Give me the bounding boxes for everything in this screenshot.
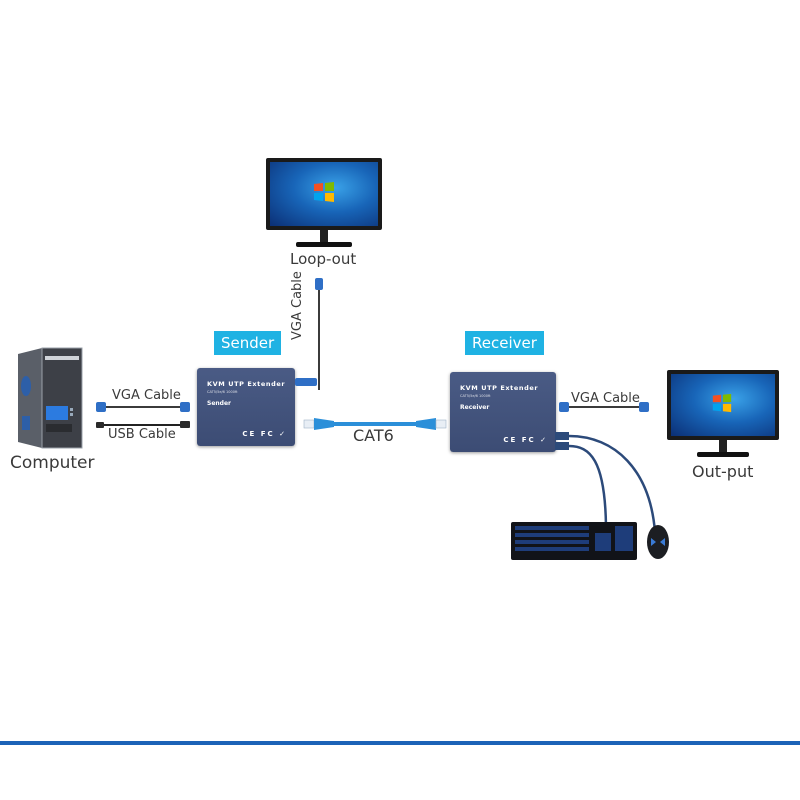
out-vga-cable: [569, 406, 639, 408]
windows-logo-icon: [712, 393, 732, 413]
sender-device-title: KVM UTP Extender: [207, 380, 286, 388]
usb-plug-icon: [180, 421, 190, 428]
vga-plug-icon: [96, 402, 106, 412]
usb-peripheral-cables: [555, 432, 657, 533]
sender-device-role: Sender: [207, 400, 231, 407]
certification-marks: CE FC ✓: [503, 436, 548, 444]
windows-logo-icon: [314, 182, 334, 202]
computer-vga-cable: [106, 406, 180, 408]
receiver-device-title: KVM UTP Extender: [460, 384, 539, 392]
computer-icon: [18, 347, 83, 449]
cat6-label: CAT6: [353, 426, 394, 445]
monitor-stand: [320, 230, 328, 242]
monitor-screen: [266, 158, 382, 230]
out-put-label: Out-put: [692, 462, 754, 481]
vga-plug-icon: [295, 378, 317, 386]
vga-plug-icon: [559, 402, 569, 412]
usb-plug-icon: [96, 422, 104, 428]
receiver-device-subtitle: CAT5/5e/6 1000ft: [460, 394, 491, 398]
loop-vga-cable-label: VGA Cable: [290, 271, 305, 340]
sender-badge: Sender: [214, 331, 282, 355]
computer-usb-cable: [104, 424, 180, 426]
sender-device-subtitle: CAT5/5e/6 1000ft: [207, 390, 238, 394]
loop-out-monitor: [266, 158, 382, 254]
computer-vga-cable-label: VGA Cable: [112, 388, 181, 403]
vga-plug-icon: [315, 278, 323, 290]
sender-device: KVM UTP Extender CAT5/5e/6 1000ft Sender…: [197, 368, 295, 446]
monitor-stand: [719, 440, 727, 452]
vga-plug-icon: [180, 402, 190, 412]
cat6-cable: [303, 418, 447, 430]
bottom-divider: [0, 741, 800, 745]
monitor-base: [296, 242, 352, 247]
computer-usb-cable-label: USB Cable: [108, 427, 176, 442]
out-vga-cable-label: VGA Cable: [571, 391, 640, 406]
loop-vga-cable: [318, 290, 320, 390]
receiver-badge: Receiver: [465, 331, 544, 355]
certification-marks: CE FC ✓: [242, 430, 287, 438]
mouse-icon: [647, 525, 669, 559]
keyboard-icon: [511, 522, 637, 560]
out-put-monitor: [667, 370, 779, 462]
receiver-device-role: Receiver: [460, 404, 490, 411]
computer-tower: [14, 346, 84, 450]
computer-label: Computer: [10, 453, 95, 473]
receiver-device: KVM UTP Extender CAT5/5e/6 1000ft Receiv…: [450, 372, 556, 452]
vga-plug-icon: [639, 402, 649, 412]
loop-out-label: Loop-out: [290, 250, 357, 268]
monitor-base: [697, 452, 749, 457]
